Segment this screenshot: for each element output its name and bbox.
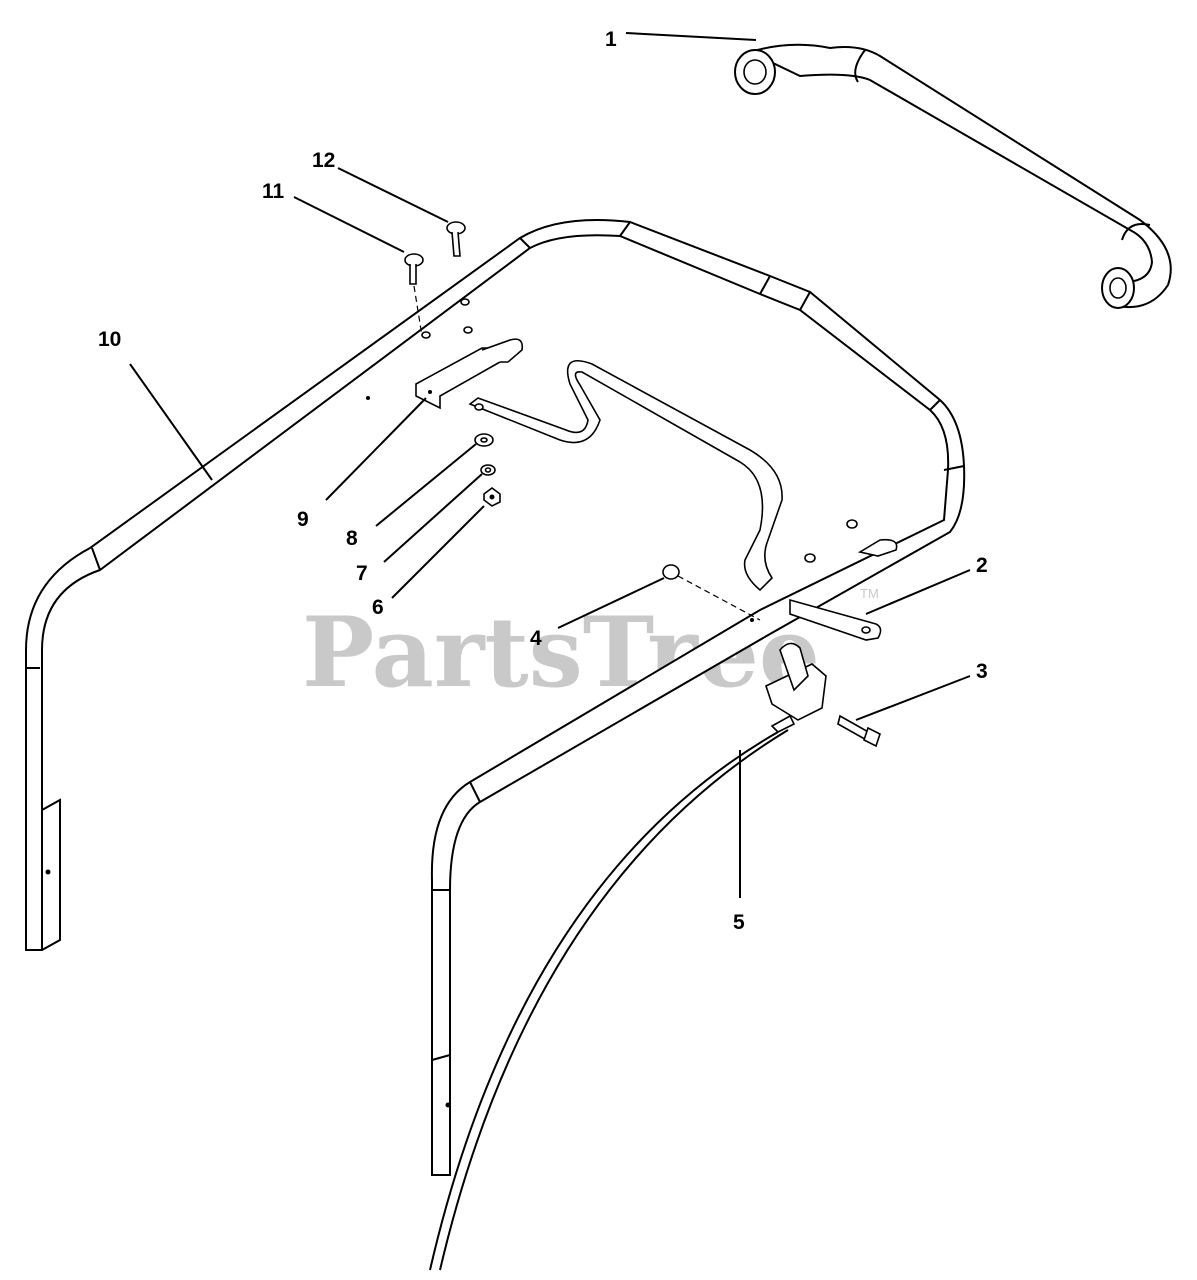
part-5-control-lever [429, 642, 827, 1271]
leader-lines [129, 32, 971, 898]
callout-1: 1 [605, 28, 617, 51]
lower-bar [468, 359, 783, 592]
part-3-bolt [837, 714, 881, 748]
callout-10: 10 [98, 328, 121, 351]
part-8-washer [474, 433, 494, 447]
part-10-upper-handle [25, 219, 966, 1176]
callout-7: 7 [356, 562, 368, 585]
callout-9: 9 [297, 508, 309, 531]
part-12-pin [446, 221, 466, 257]
part-1-grip [734, 43, 1172, 309]
callout-5: 5 [733, 911, 745, 934]
part-7-washer [480, 464, 496, 476]
callout-4: 4 [530, 627, 542, 650]
callout-11: 11 [262, 180, 285, 203]
part-2-bracket [789, 538, 898, 641]
part-9-bracket [415, 338, 524, 410]
callout-8: 8 [346, 527, 358, 550]
callout-2: 2 [976, 554, 988, 577]
part-11-pin [404, 253, 424, 337]
part-6-nut [483, 487, 501, 507]
callout-3: 3 [976, 660, 988, 683]
watermark-trademark: TM [860, 586, 879, 601]
part-4-nut [662, 564, 761, 621]
callout-6: 6 [372, 596, 384, 619]
callout-12: 12 [312, 149, 335, 172]
